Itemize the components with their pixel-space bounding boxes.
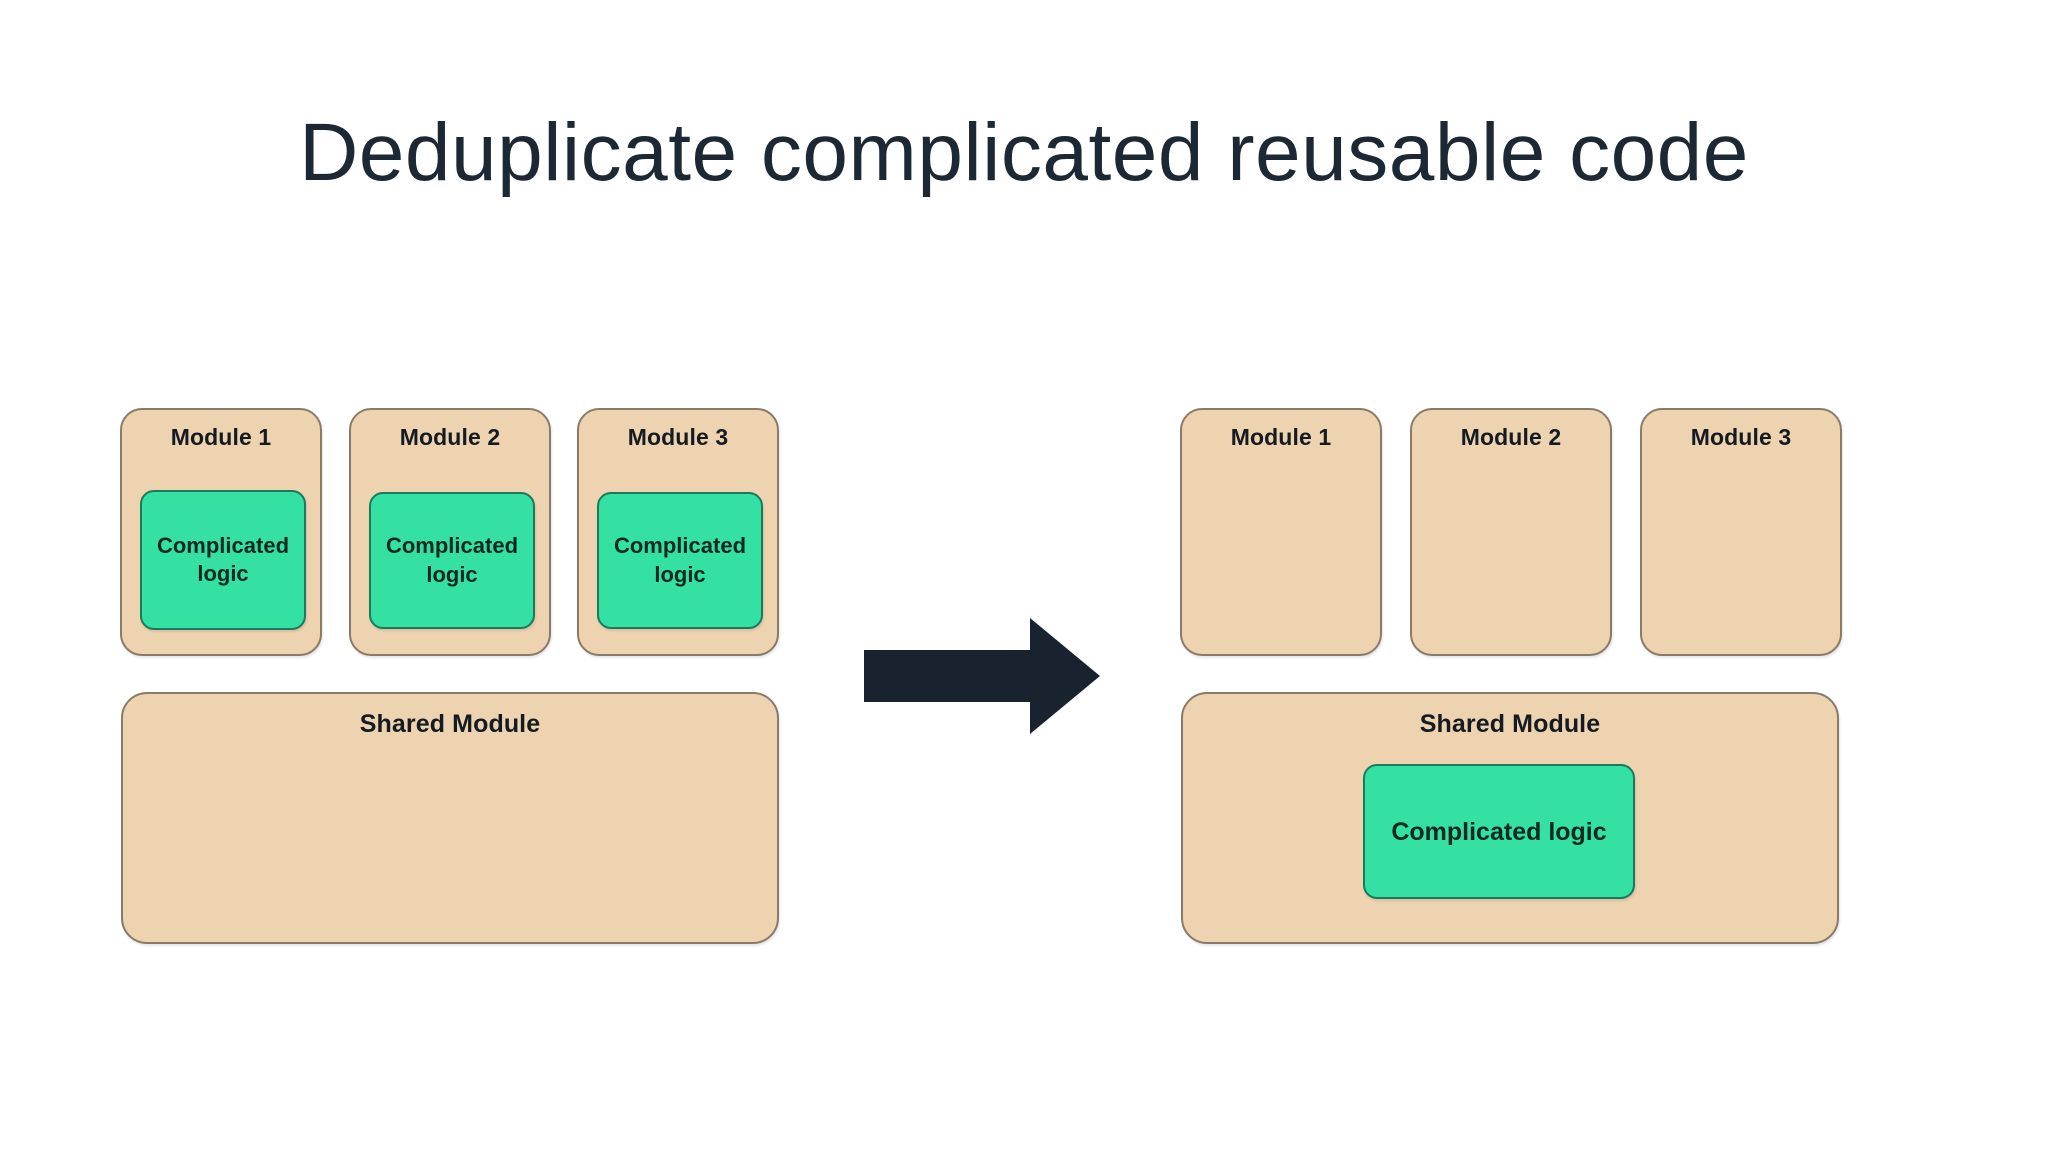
before-module-2-label: Module 2 [399,424,501,450]
after-module-1[interactable]: Module 1 [1180,408,1382,656]
after-module-1-label: Module 1 [1230,424,1332,450]
before-module-1-logic-box[interactable]: Complicated logic [140,490,306,630]
before-module-1-label: Module 1 [170,424,272,450]
before-module-2-logic-label: Complicated logic [385,533,519,587]
before-module-1[interactable]: Module 1 Complicated logic [120,408,322,656]
before-shared-module[interactable]: Shared Module [121,692,779,944]
before-module-3-label: Module 3 [627,424,729,450]
after-module-2[interactable]: Module 2 [1410,408,1612,656]
after-module-2-label: Module 2 [1460,424,1562,450]
before-module-3[interactable]: Module 3 Complicated logic [577,408,779,656]
after-module-3-label: Module 3 [1690,424,1792,450]
after-shared-module[interactable]: Shared Module Complicated logic [1181,692,1839,944]
before-module-3-logic-label: Complicated logic [613,533,747,587]
after-module-3[interactable]: Module 3 [1640,408,1842,656]
before-module-3-logic-box[interactable]: Complicated logic [597,492,763,629]
arrow-right-icon [858,612,1106,740]
before-module-2[interactable]: Module 2 Complicated logic [349,408,551,656]
before-module-1-logic-label: Complicated logic [156,532,290,586]
before-module-2-logic-box[interactable]: Complicated logic [369,492,535,629]
after-shared-module-label: Shared Module [1419,710,1601,738]
before-shared-module-label: Shared Module [359,710,541,738]
after-shared-module-logic-label: Complicated logic [1391,817,1607,846]
after-shared-module-logic-box[interactable]: Complicated logic [1363,764,1635,899]
page-title: Deduplicate complicated reusable code [299,107,1749,198]
